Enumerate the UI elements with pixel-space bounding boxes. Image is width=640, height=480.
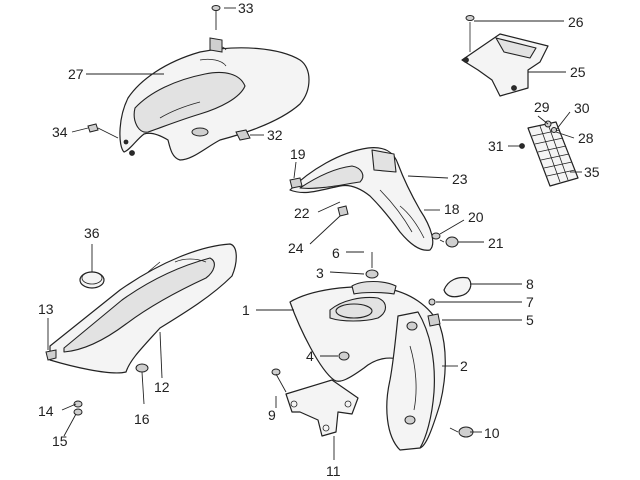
clip-19	[289, 177, 303, 189]
callout-3: 3	[316, 265, 324, 281]
callout-8: 8	[526, 276, 534, 292]
cap-36	[79, 271, 105, 289]
callout-10: 10	[484, 425, 500, 441]
callout-27: 27	[68, 66, 84, 82]
rear-upper-cover	[119, 37, 310, 161]
callout-31: 31	[488, 138, 504, 154]
callout-34: 34	[52, 124, 68, 140]
rear-fender-bracket	[289, 147, 434, 251]
callout-13: 13	[38, 301, 54, 317]
callout-12: 12	[154, 379, 170, 395]
plate-bracket-11	[285, 379, 359, 437]
clip-5	[427, 313, 441, 327]
screw-31	[519, 143, 525, 149]
callout-9: 9	[268, 407, 276, 423]
callout-25: 25	[570, 64, 586, 80]
screw-9	[271, 368, 287, 393]
callout-36: 36	[84, 225, 100, 241]
washer-4	[338, 351, 350, 361]
screw-33	[211, 5, 221, 30]
nut-30	[551, 127, 557, 133]
reflector-8	[443, 276, 472, 298]
callout-7: 7	[526, 294, 534, 310]
callout-2: 2	[460, 358, 468, 374]
screw-24	[337, 205, 349, 217]
callout-11: 11	[326, 463, 341, 479]
bracket-25	[461, 22, 549, 97]
screw-34	[87, 123, 119, 139]
screw-14-15	[73, 400, 83, 416]
callout-19: 19	[290, 146, 306, 162]
rear-mudguard	[289, 280, 446, 451]
nut-3	[365, 269, 379, 279]
callout-26: 26	[568, 14, 584, 30]
callout-16: 16	[134, 411, 150, 427]
callout-6: 6	[332, 245, 340, 261]
callout-33: 33	[238, 0, 254, 16]
leader-lines	[47, 7, 582, 460]
grommet-20	[431, 232, 441, 240]
callout-21: 21	[488, 235, 504, 251]
callout-14: 14	[38, 403, 54, 419]
callout-1: 1	[242, 302, 250, 318]
callout-28: 28	[578, 130, 594, 146]
callout-labels: 33 27 34 32 26 25 29 30 28 31 35 19 23 2…	[38, 0, 600, 479]
callout-30: 30	[574, 100, 590, 116]
callout-32: 32	[267, 127, 283, 143]
callout-5: 5	[526, 312, 534, 328]
callout-35: 35	[584, 164, 600, 180]
callout-24: 24	[288, 240, 304, 256]
under-tray-12	[45, 243, 237, 374]
callout-20: 20	[468, 209, 484, 225]
callout-22: 22	[294, 205, 310, 221]
callout-4: 4	[306, 348, 314, 364]
bolt-10	[449, 426, 474, 438]
clip-32	[235, 129, 251, 141]
bolt-21	[439, 236, 459, 248]
callout-29: 29	[534, 99, 550, 115]
callout-15: 15	[52, 433, 68, 449]
screw-16	[135, 363, 149, 373]
washer-7	[428, 298, 436, 306]
callout-18: 18	[444, 201, 460, 217]
callout-23: 23	[452, 171, 468, 187]
screw-26	[465, 15, 475, 21]
